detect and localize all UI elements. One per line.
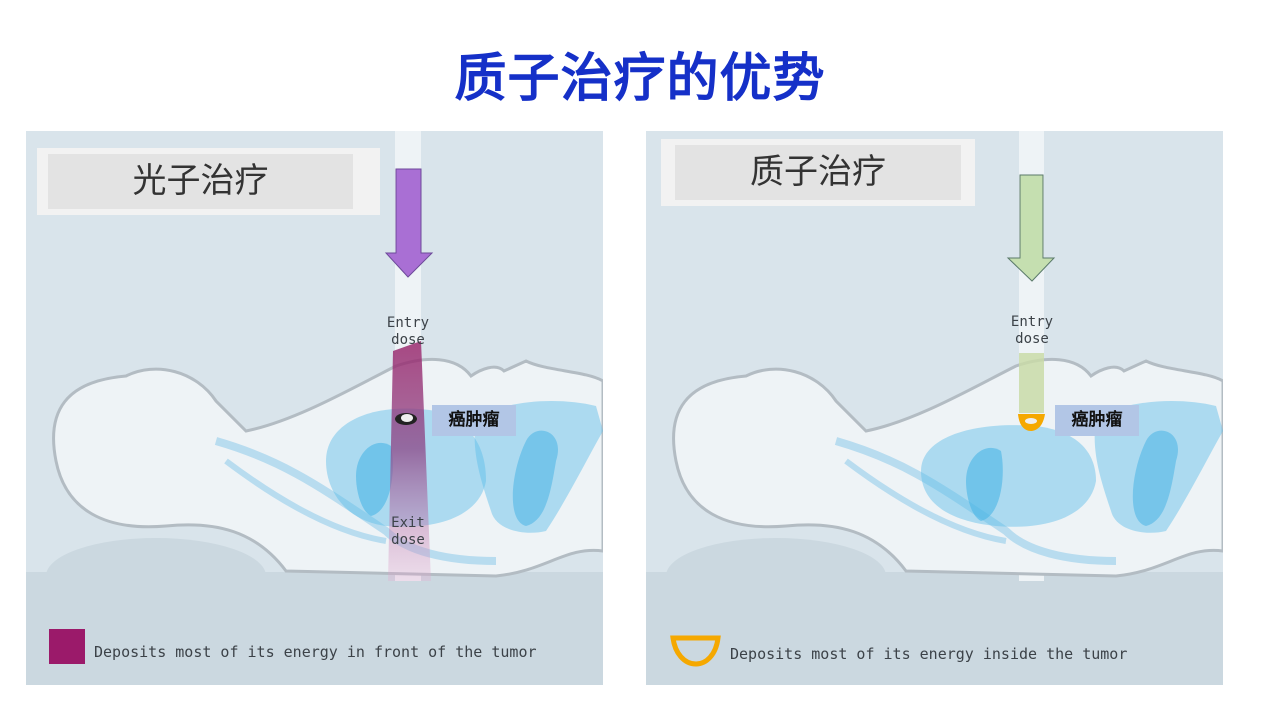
tumor-label: 癌肿瘤: [432, 405, 516, 436]
slide-title: 质子治疗的优势: [454, 48, 826, 109]
label-box: 质子治疗: [661, 139, 975, 206]
label-box: 光子治疗: [37, 148, 380, 215]
photon-therapy-panel: 光子治疗 Entry dose Exit dose 癌肿瘤 Deposits m…: [26, 131, 603, 685]
panel-label: 质子治疗: [675, 145, 961, 200]
tumor-label: 癌肿瘤: [1055, 405, 1139, 436]
beam-arrow-icon: [1006, 174, 1056, 282]
panel-label: 光子治疗: [48, 154, 353, 209]
entry-dose-label: Entry dose: [386, 315, 430, 348]
legend-marker: [49, 629, 85, 664]
legend-text: Deposits most of its energy in front of …: [94, 643, 537, 661]
beam-arrow-icon: [384, 168, 434, 278]
exit-dose-label: Exit dose: [391, 515, 425, 548]
entry-dose-label: Entry dose: [1010, 314, 1054, 347]
proton-therapy-panel: 质子治疗 Entry dose 癌肿瘤 Deposits most of its…: [646, 131, 1223, 685]
legend-marker: [670, 635, 721, 667]
legend-text: Deposits most of its energy inside the t…: [730, 645, 1128, 663]
